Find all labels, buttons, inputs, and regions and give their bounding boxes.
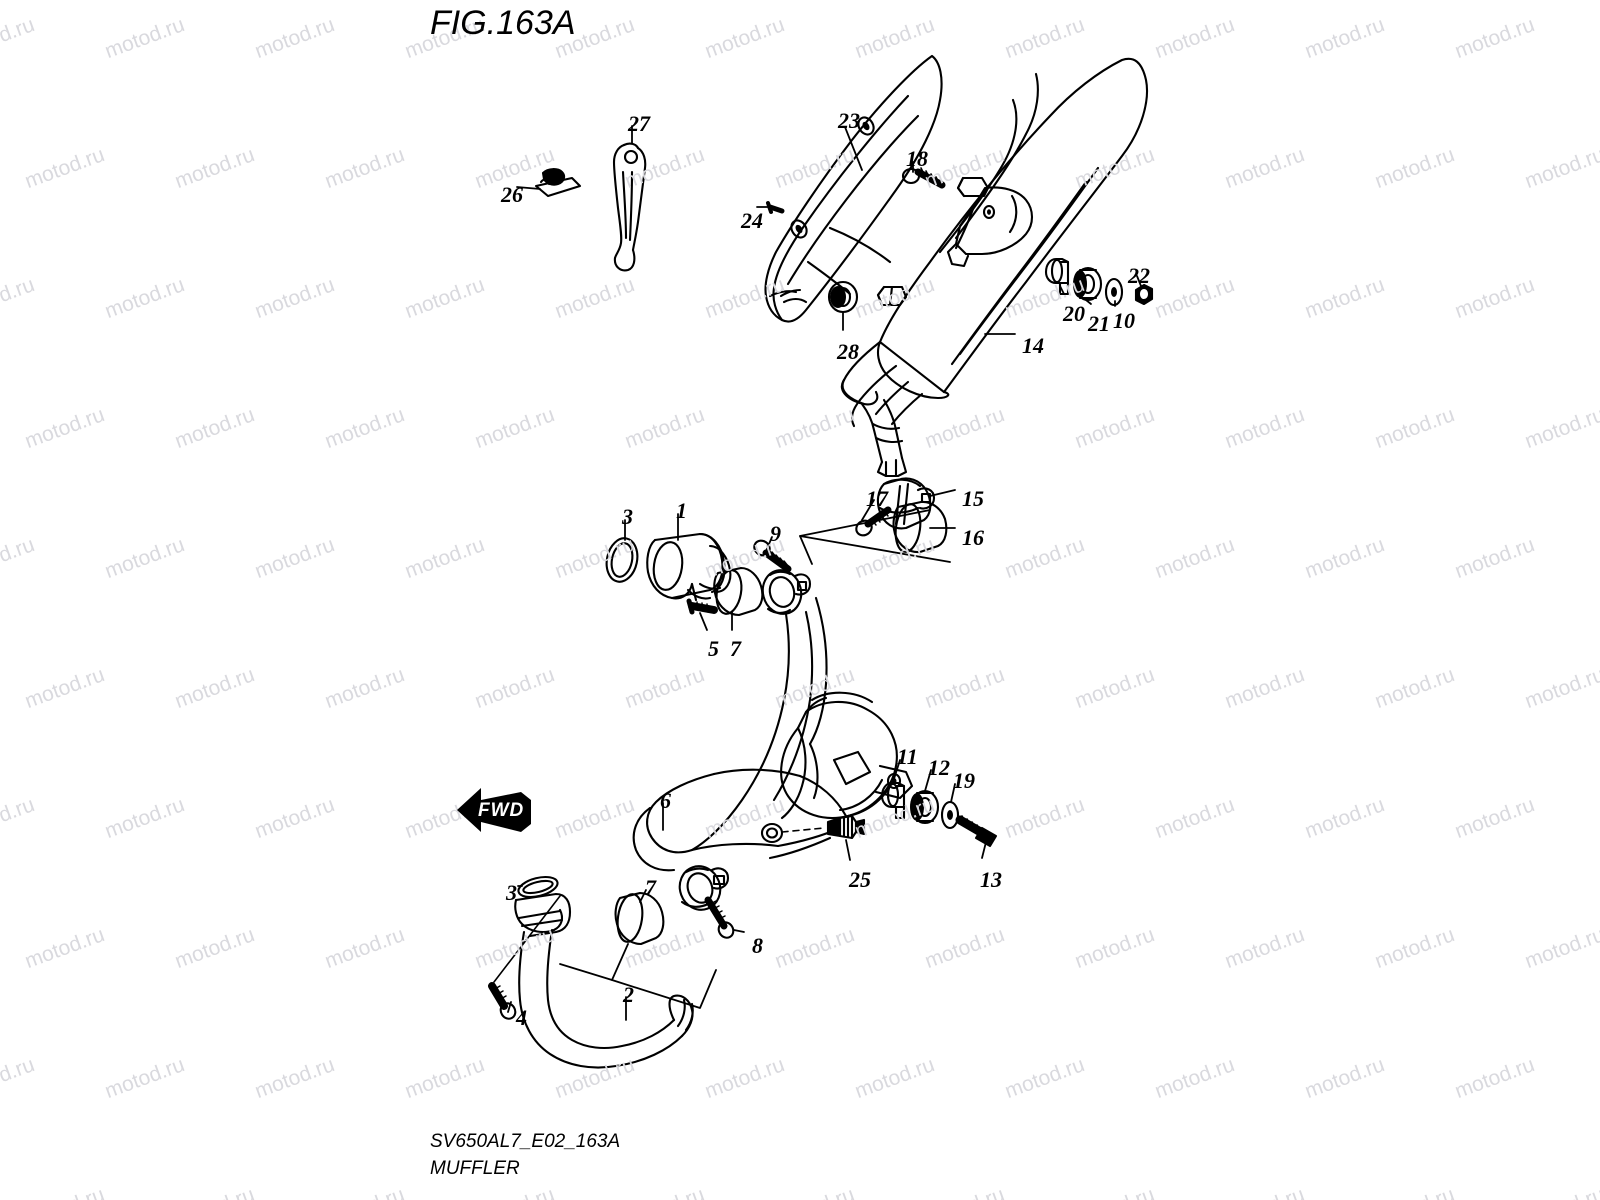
callout-exhaust-pipe-assembly: 6: [660, 788, 671, 813]
callout-screw-pipe-upper: 5: [708, 636, 719, 661]
callout-clamp-bolt-muffler: 17: [866, 486, 888, 511]
callout-collar-muffler: 20: [1063, 301, 1085, 326]
callout-gasket-sleeve-upper: 7: [730, 636, 741, 661]
part-screw-pipe-upper: [686, 598, 718, 615]
callout-gasket-ring-upper: 3: [622, 504, 633, 529]
fwd-arrow-icon: [457, 788, 531, 832]
callout-collar-catalyst: 11: [897, 744, 918, 769]
part-gasket-ring-upper: [605, 537, 639, 583]
part-muffler-clamp: [876, 477, 936, 530]
callout-washer-catalyst: 19: [953, 768, 975, 793]
callout-wire-clip: 26: [501, 182, 523, 207]
footer-code: SV650AL7_E02_163A: [430, 1131, 621, 1152]
callout-clamp-bolt-lower: 8: [752, 933, 763, 958]
part-heat-shield-cover: [764, 54, 943, 323]
callout-muffler-clamp: 15: [962, 486, 984, 511]
part-clamp-bolt-upper: [753, 539, 792, 573]
callout-muffler-body: 14: [1022, 333, 1044, 358]
part-mounting-bolt-catalyst: [955, 815, 998, 848]
callout-cushion-inlet: 28: [837, 339, 859, 364]
callout-washer-muffler: 10: [1113, 308, 1135, 333]
part-exhaust-pipe-front: [646, 532, 732, 602]
part-nut-muffler: [1134, 283, 1154, 306]
callout-exhaust-pipe-rear: 2: [623, 982, 634, 1007]
footer-name: MUFFLER: [430, 1158, 520, 1179]
callout-bracket-bolt-muffler: 18: [906, 146, 928, 171]
part-sensor-boss: [760, 822, 825, 844]
fwd-label: FWD: [478, 800, 525, 821]
callout-screw-pipe-lower: 4: [516, 1005, 527, 1030]
part-stay-bracket: [612, 142, 647, 272]
callout-exhaust-pipe-front: 1: [676, 498, 687, 523]
part-oxygen-sensor: [826, 814, 866, 840]
part-connector-gasket: [892, 500, 948, 554]
part-collar-muffler: [1044, 257, 1070, 296]
part-screw-pipe-lower: [488, 895, 561, 1020]
callout-screw-heat-shield: 24: [741, 208, 763, 233]
part-washer-catalyst: [940, 800, 960, 830]
part-cushion-catalyst: [910, 789, 940, 825]
part-gasket-sleeve-upper: [713, 566, 764, 617]
part-cushion-muffler: [1073, 266, 1103, 302]
callout-oxygen-sensor: 25: [849, 867, 871, 892]
callout-mounting-bolt-catalyst: 13: [980, 867, 1002, 892]
part-muffler-body: [841, 57, 1149, 478]
part-muffler-bracket: [946, 176, 1034, 268]
part-exhaust-pipe-rear: [514, 892, 694, 1069]
part-screw-heat-shield: [766, 201, 785, 214]
part-clamp-bolt-lower: [704, 896, 735, 939]
part-gasket-sleeve-lower: [614, 891, 665, 946]
part-bracket-bolt-muffler: [901, 167, 946, 189]
callout-connector-gasket: 16: [962, 525, 984, 550]
part-clamp-ring-upper: [761, 569, 812, 615]
callout-cushion-catalyst: 12: [928, 755, 950, 780]
part-collar-catalyst: [880, 781, 906, 820]
callout-heat-shield-cover: 23: [838, 108, 860, 133]
callout-stay-bracket: 27: [628, 111, 650, 136]
callout-nut-muffler: 22: [1128, 263, 1150, 288]
part-clamp-ring-lower: [678, 865, 730, 911]
callout-gasket-ring-lower: 3: [506, 880, 517, 905]
part-muffler-clamp-tab: [876, 285, 908, 307]
callout-gasket-sleeve-lower: 7: [645, 875, 656, 900]
callout-clamp-bolt-upper: 9: [770, 521, 781, 546]
part-cushion-inlet: [827, 280, 859, 314]
part-wire-clip: [534, 168, 582, 198]
figure-footer: SV650AL7_E02_163A MUFFLER: [430, 1128, 620, 1182]
leader-lines: [507, 125, 1142, 1021]
group-brackets: [559, 509, 951, 1009]
part-washer-muffler: [1104, 277, 1124, 307]
callout-cushion-muffler: 21: [1088, 311, 1110, 336]
figure-title: FIG.163A: [430, 4, 576, 42]
